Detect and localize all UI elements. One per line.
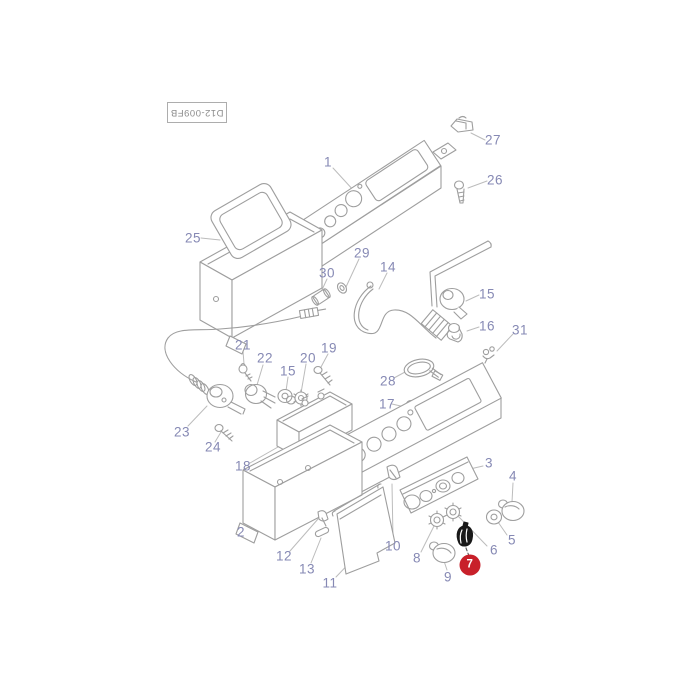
leader-lines xyxy=(187,132,514,578)
callout-23[interactable]: 23 xyxy=(173,424,191,440)
cable-anchor-bracket xyxy=(420,309,454,341)
part-30-bushing xyxy=(311,288,331,306)
part-9-knob xyxy=(428,541,456,564)
part-28-hose-clamp xyxy=(403,358,444,381)
part-26-screw xyxy=(453,180,465,204)
callout-27[interactable]: 27 xyxy=(484,132,502,148)
callout-24[interactable]: 24 xyxy=(204,439,222,455)
callout-22[interactable]: 22 xyxy=(256,350,274,366)
callout-29[interactable]: 29 xyxy=(353,245,371,261)
callout-28[interactable]: 28 xyxy=(379,373,397,389)
part-24-screw xyxy=(214,423,234,442)
part-14-cable xyxy=(353,281,437,339)
part-21-bulb xyxy=(238,362,253,382)
part-4-knob xyxy=(497,499,525,522)
drawing-code-label: D12-009FB xyxy=(167,102,227,123)
callout-25[interactable]: 25 xyxy=(184,230,202,246)
callout-5[interactable]: 5 xyxy=(507,532,517,548)
part-8-washer xyxy=(428,510,446,530)
callout-26[interactable]: 26 xyxy=(486,172,504,188)
callout-3[interactable]: 3 xyxy=(484,455,494,471)
callout-11[interactable]: 11 xyxy=(322,575,338,591)
part-13-pin xyxy=(314,526,330,538)
part-15-knob-right xyxy=(439,287,468,320)
part-29-bushing xyxy=(336,282,348,294)
part-12-clip xyxy=(317,510,329,527)
callout-4[interactable]: 4 xyxy=(508,468,518,484)
callout-16[interactable]: 16 xyxy=(478,318,496,334)
callout-20[interactable]: 20 xyxy=(299,350,317,366)
spring xyxy=(188,374,210,395)
callout-6[interactable]: 6 xyxy=(489,542,499,558)
part-15-washer-left xyxy=(277,388,297,405)
part-27-clip xyxy=(450,115,474,133)
part-6-washer xyxy=(444,502,462,522)
callout-10[interactable]: 10 xyxy=(384,538,402,554)
callout-8[interactable]: 8 xyxy=(412,550,422,566)
callout-7-highlighted[interactable]: 7 xyxy=(459,554,481,576)
callout-15[interactable]: 15 xyxy=(478,286,496,302)
callout-15[interactable]: 15 xyxy=(279,363,297,379)
part-22-switch xyxy=(244,383,276,409)
callout-2[interactable]: 2 xyxy=(236,524,246,540)
callout-1[interactable]: 1 xyxy=(323,154,333,170)
part-7-knob-highlighted xyxy=(456,521,474,557)
part-23-switch-assembly xyxy=(164,306,327,415)
callout-12[interactable]: 12 xyxy=(275,548,293,564)
part-25-seal-frame xyxy=(210,182,292,260)
callout-13[interactable]: 13 xyxy=(298,561,316,577)
part-19-screw xyxy=(313,365,333,386)
callout-21[interactable]: 21 xyxy=(234,337,252,353)
part-11-access-lid xyxy=(331,483,396,575)
callout-18[interactable]: 18 xyxy=(234,458,252,474)
part-3-gauge-plate xyxy=(399,456,479,514)
part-2-console-box xyxy=(235,424,363,544)
control-lever-rod xyxy=(429,240,492,308)
callout-30[interactable]: 30 xyxy=(318,265,336,281)
callout-17[interactable]: 17 xyxy=(378,396,396,412)
part-10-latch xyxy=(386,464,401,481)
callout-31[interactable]: 31 xyxy=(511,322,529,338)
part-5-knob xyxy=(485,509,503,525)
callout-19[interactable]: 19 xyxy=(320,340,338,356)
callout-9[interactable]: 9 xyxy=(443,569,453,585)
callout-14[interactable]: 14 xyxy=(379,259,397,275)
part-16-clip xyxy=(446,322,463,343)
part-31-clip xyxy=(482,346,495,364)
